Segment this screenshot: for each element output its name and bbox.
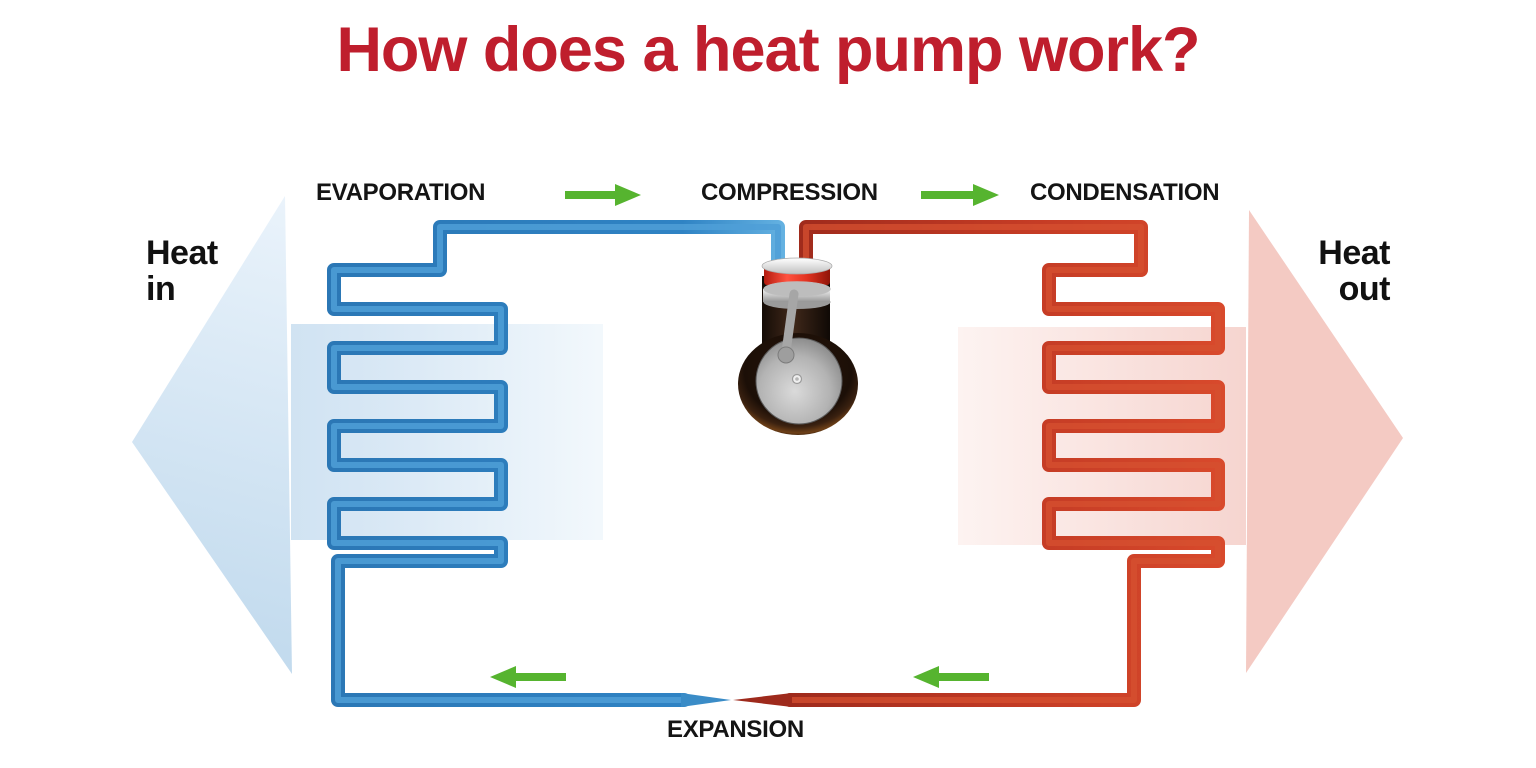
heat-in-label: Heat in (146, 235, 218, 307)
evaporator-pipe-highlight (331, 224, 781, 703)
expansion-hot-taper (733, 693, 792, 707)
heat-in-line2: in (146, 270, 176, 309)
heat-out-arrow-body (958, 327, 1246, 545)
connecting-rod (781, 289, 799, 357)
condenser-coil (783, 220, 1225, 707)
heat-out-line2: out (1338, 270, 1391, 309)
label-compression: COMPRESSION (701, 179, 878, 206)
compressor (738, 257, 858, 435)
condenser-pipe-highlight (787, 224, 1221, 703)
heat-out-label: Heat out (1290, 235, 1390, 307)
heat-in-arrow-head (132, 196, 292, 674)
label-condensation: CONDENSATION (1030, 179, 1220, 206)
flow-arrow-expansion-to-evaporation-icon (490, 666, 566, 688)
flow-arrow-evaporation-to-compression-icon (565, 184, 641, 206)
label-evaporation: EVAPORATION (316, 179, 486, 206)
flow-arrows (490, 184, 999, 688)
rod-end (777, 346, 795, 364)
heat-in-line1: Heat (146, 234, 218, 272)
page-title: How does a heat pump work? (336, 15, 1200, 85)
flow-arrow-compression-to-condensation-icon (921, 184, 999, 206)
expansion-cold-taper (681, 693, 731, 707)
evaporator-coil (327, 220, 785, 707)
label-expansion: EXPANSION (667, 716, 804, 743)
flywheel-hub-pin (795, 377, 799, 381)
expansion-valve (681, 693, 792, 707)
heat-out-line1: Heat (1318, 234, 1390, 272)
flow-arrow-bottom-right-icon (913, 666, 989, 688)
heat-out-arrow-head (1246, 210, 1403, 673)
compressor-rim (761, 257, 833, 275)
